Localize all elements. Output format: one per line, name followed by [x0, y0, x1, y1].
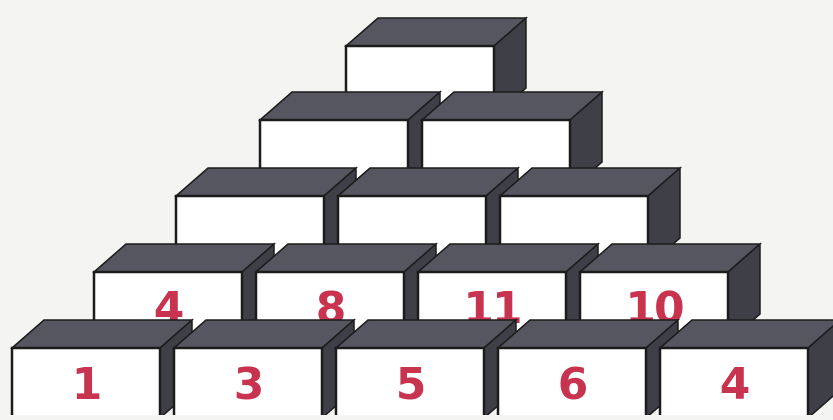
brick: 5	[336, 320, 516, 415]
brick-number: 6	[558, 359, 587, 410]
brick: 4	[660, 320, 833, 415]
brick-number: 4	[720, 359, 749, 410]
brick: 3	[174, 320, 354, 415]
brick: 1	[12, 320, 192, 415]
brick-number: 1	[72, 359, 101, 410]
brick-number: 5	[396, 359, 425, 410]
brick-number: 3	[234, 359, 263, 410]
brick: 6	[498, 320, 678, 415]
